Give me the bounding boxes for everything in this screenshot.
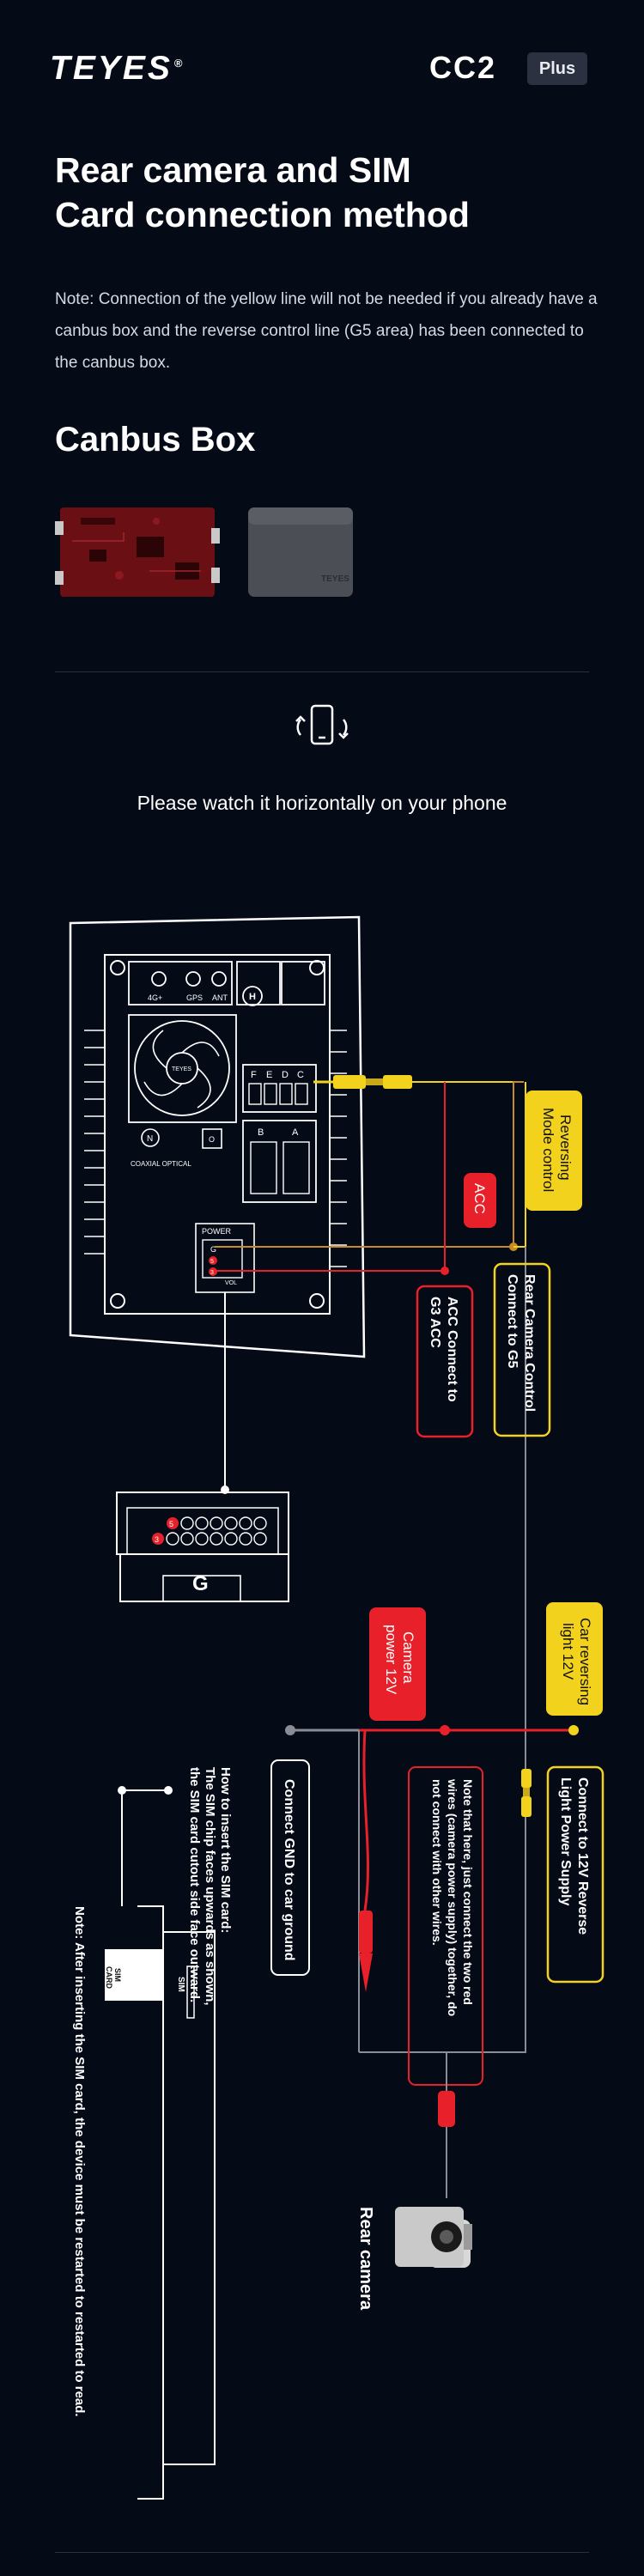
wiring-diagram: 4G+ GPS ANT H TEYES F E D C B A N COAXIA…	[69, 915, 605, 2500]
reversing-light-line2: light 12V	[560, 1623, 576, 1680]
label-red-note: Note that here, just connect the two red…	[408, 1766, 483, 2086]
port-f-label: F	[251, 1070, 257, 1080]
power-pin-5: 5	[210, 1259, 214, 1265]
label-acc-connect: ACC Connect to G3 ACC	[416, 1285, 474, 1438]
label-camera-power: Camera power 12V	[369, 1607, 426, 1721]
port-ant-label: ANT	[212, 993, 228, 1002]
brand-logo: TEYES®	[50, 50, 185, 87]
port-n-label: N	[147, 1134, 153, 1144]
label-gnd: Connect GND to car ground	[270, 1759, 310, 1976]
edition-badge: Plus	[527, 52, 587, 85]
port-b-label: B	[258, 1127, 264, 1138]
label-reversing-mode: Reversing Mode control	[526, 1091, 582, 1211]
red-note-line2: wires (camera power supply) together, do	[446, 1778, 459, 2016]
divider-bottom	[55, 2552, 589, 2553]
sim-card-label-2: CARD	[105, 1966, 113, 1989]
sim-instructions: How to insert the SIM card: The SIM chip…	[72, 1767, 233, 2417]
label-reverse-power: Connect to 12V Reverse Light Power Suppl…	[546, 1765, 605, 1984]
connector-g-label: G	[192, 1572, 209, 1595]
sim-card-label-1: SIM	[113, 1968, 122, 1982]
connector-g: 3 5 G	[116, 1492, 289, 1602]
rotate-hint: Please watch it horizontally on your pho…	[137, 792, 507, 814]
port-o-label: O	[209, 1135, 215, 1144]
port-gps-label: GPS	[186, 993, 203, 1002]
sim-slot-illustration: SIM CARD SIM	[105, 1905, 216, 2500]
canbus-case-label: TEYES	[321, 574, 349, 584]
red-note-line3: not connect with other wires.	[430, 1779, 444, 1946]
power-g-label: G	[210, 1245, 216, 1254]
page-title: Rear camera and SIM Card connection meth…	[55, 148, 587, 237]
rear-camera-label: Rear camera	[356, 2207, 375, 2311]
camera-power-line1: Camera	[400, 1631, 416, 1684]
port-h-label: H	[249, 992, 256, 1002]
canbus-heading: Canbus Box	[55, 421, 256, 459]
acc-connect-line2: G3 ACC	[428, 1297, 442, 1348]
canbus-board-image	[55, 507, 220, 597]
port-4g-label: 4G+	[148, 993, 162, 1002]
reversing-light-connector	[521, 1769, 532, 1817]
label-reversing-light: Car reversing light 12V	[546, 1602, 603, 1716]
title-line-2: Card connection method	[55, 195, 470, 234]
head-unit-panel: 4G+ GPS ANT H TEYES F E D C B A N COAXIA…	[69, 915, 366, 1358]
sim-how-line2: The SIM chip faces upwards as shown,	[203, 1767, 217, 2006]
gnd-text: Connect GND to car ground	[282, 1779, 296, 1961]
model-name: CC2	[429, 50, 497, 85]
reversing-mode-line2: Mode control	[540, 1108, 556, 1192]
port-a-label: A	[292, 1127, 299, 1138]
canbus-case-image: TEYES	[248, 507, 353, 597]
fan-brand: TEYES	[172, 1066, 191, 1072]
reversing-mode-line1: Reversing	[557, 1115, 574, 1181]
red-note-line1: Note that here, just connect the two red	[461, 1779, 475, 2005]
canbus-box-images: TEYES	[55, 507, 353, 597]
label-rear-cam-control: Rear Camera Control Connect to G5	[493, 1262, 551, 1437]
power-vol-label: VOL	[225, 1280, 237, 1286]
camera-video-cable	[313, 1075, 524, 1089]
divider-top	[55, 671, 589, 672]
camera-power-connector	[359, 1729, 373, 1992]
sim-how-line3: the SIM card cutout side face outward.	[187, 1767, 202, 2002]
port-e-label: E	[266, 1070, 272, 1080]
rear-cam-control-line2: Connect to G5	[505, 1274, 519, 1368]
port-coaxial-label: COAXIAL OPTICAL	[131, 1160, 191, 1168]
title-line-1: Rear camera and SIM	[55, 150, 411, 190]
power-label: POWER	[202, 1227, 232, 1236]
intro-note: Note: Connection of the yellow line will…	[55, 290, 598, 372]
connector-pin-5: 5	[169, 1520, 173, 1528]
rotate-phone-icon	[295, 704, 349, 745]
label-acc: ACC	[464, 1173, 496, 1228]
connector-pin-3: 3	[155, 1535, 159, 1544]
reverse-power-line2: Light Power Supply	[558, 1777, 573, 1905]
acc-text: ACC	[471, 1183, 488, 1214]
port-c-label: C	[297, 1070, 304, 1080]
sim-slot-label: SIM	[176, 1977, 185, 1992]
rear-camera: Rear camera	[356, 2052, 472, 2311]
power-pin-3: 3	[210, 1270, 214, 1276]
reversing-light-line1: Car reversing	[577, 1618, 593, 1705]
sim-how-line1: How to insert the SIM card:	[218, 1767, 233, 1933]
reverse-power-line1: Connect to 12V Reverse	[575, 1777, 590, 1935]
port-d-label: D	[282, 1070, 289, 1080]
acc-connect-line1: ACC Connect to	[445, 1297, 459, 1402]
rear-cam-control-line1: Rear Camera Control	[522, 1274, 537, 1412]
camera-power-line2: power 12V	[383, 1625, 399, 1695]
sim-note: Note: After inserting the SIM card, the …	[72, 1906, 87, 2417]
